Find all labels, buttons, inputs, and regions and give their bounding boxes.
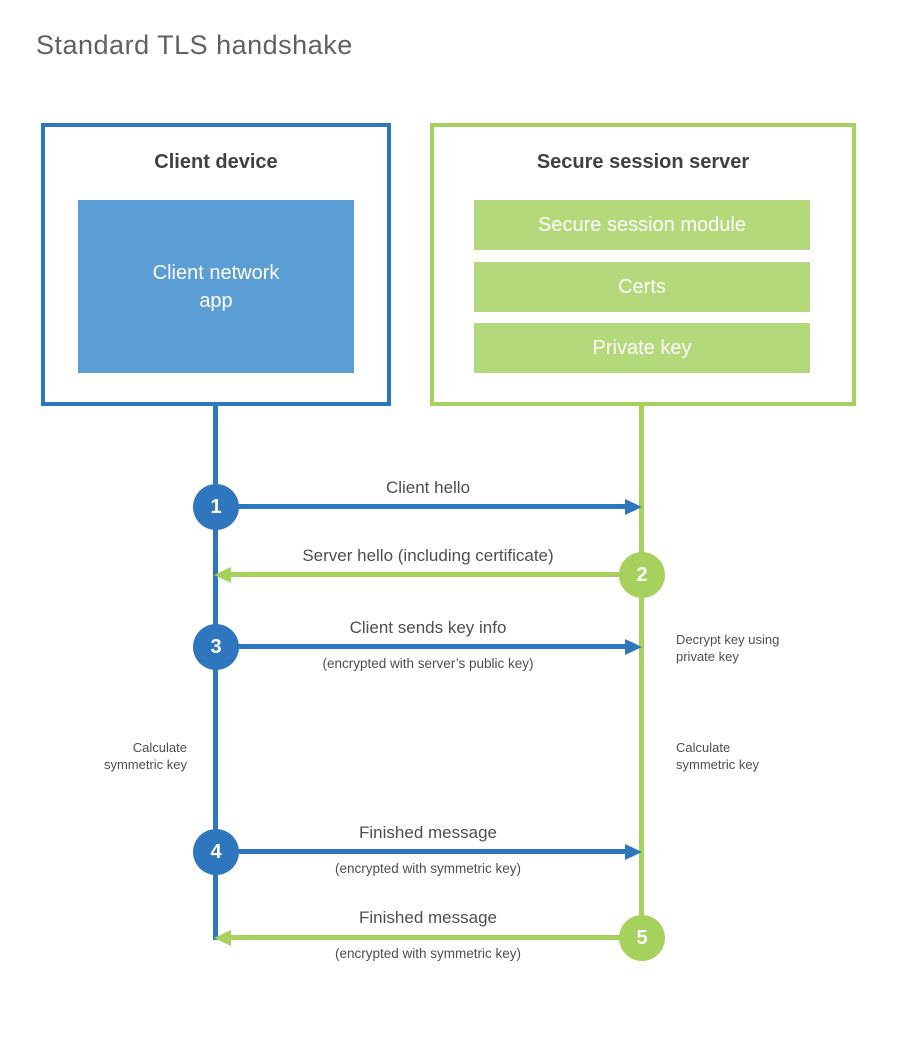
calc-symmetric-key-note-client: Calculate symmetric key <box>40 739 187 773</box>
calc-note-line2: symmetric key <box>676 757 760 772</box>
server-module-private-key: Private key <box>474 323 810 373</box>
step-2-arrowhead-left-icon <box>214 567 231 583</box>
calc-note-line1: Calculate <box>132 740 187 755</box>
step-5-sublabel: (encrypted with symmetric key) <box>334 946 522 961</box>
client-network-app-box: Client network app <box>78 200 354 373</box>
step-3-badge: 3 <box>193 624 239 670</box>
step-1-arrow <box>216 504 628 509</box>
step-5-number: 5 <box>636 926 648 949</box>
step-4-label: Finished message <box>359 823 497 842</box>
step-4-number: 4 <box>210 840 222 863</box>
server-lifeline <box>639 404 644 940</box>
server-module-label: Certs <box>618 275 666 298</box>
step-1-arrowhead-right-icon <box>625 499 642 515</box>
step-3-label: Client sends key info <box>349 618 507 637</box>
step-2-arrow <box>228 572 642 577</box>
secure-session-server-title: Secure session server <box>536 151 750 173</box>
server-module-label: Secure session module <box>538 213 746 236</box>
server-module-certs: Certs <box>474 262 810 312</box>
step-3-sublabel: (encrypted with server’s public key) <box>322 656 534 671</box>
client-app-label-line1: Client network <box>152 261 280 284</box>
step-4-arrow <box>216 849 628 854</box>
step-2-number: 2 <box>636 563 648 586</box>
step-5-arrowhead-left-icon <box>214 930 231 946</box>
step-5-arrow <box>228 935 642 940</box>
calc-symmetric-key-note-server: Calculate symmetric key <box>676 739 759 773</box>
step-4-badge: 4 <box>193 829 239 875</box>
step-3-arrowhead-right-icon <box>625 639 642 655</box>
step-3-arrow <box>216 644 628 649</box>
step-1-label: Client hello <box>385 478 471 497</box>
server-module-label: Private key <box>592 336 692 359</box>
step-1-number: 1 <box>210 495 222 518</box>
decrypt-key-note-line2: private key <box>676 649 739 664</box>
calc-note-line1: Calculate <box>676 740 731 755</box>
step-4-arrowhead-right-icon <box>625 844 642 860</box>
decrypt-key-note-line1: Decrypt key using <box>676 632 780 647</box>
client-device-title: Client device <box>154 151 278 173</box>
diagram-title: Standard TLS handshake <box>36 30 353 60</box>
step-4-sublabel: (encrypted with symmetric key) <box>334 861 522 876</box>
step-1-badge: 1 <box>193 484 239 530</box>
step-5-label: Finished message <box>359 908 497 927</box>
client-app-label-line2: app <box>199 289 233 312</box>
calc-note-line2: symmetric key <box>103 757 187 772</box>
decrypt-key-note: Decrypt key using private key <box>676 631 779 665</box>
step-2-badge: 2 <box>619 552 665 598</box>
step-2-label: Server hello (including certificate) <box>302 546 554 565</box>
client-lifeline <box>213 404 218 940</box>
step-5-badge: 5 <box>619 915 665 961</box>
step-3-number: 3 <box>210 635 222 658</box>
server-module-secure-session: Secure session module <box>474 200 810 250</box>
